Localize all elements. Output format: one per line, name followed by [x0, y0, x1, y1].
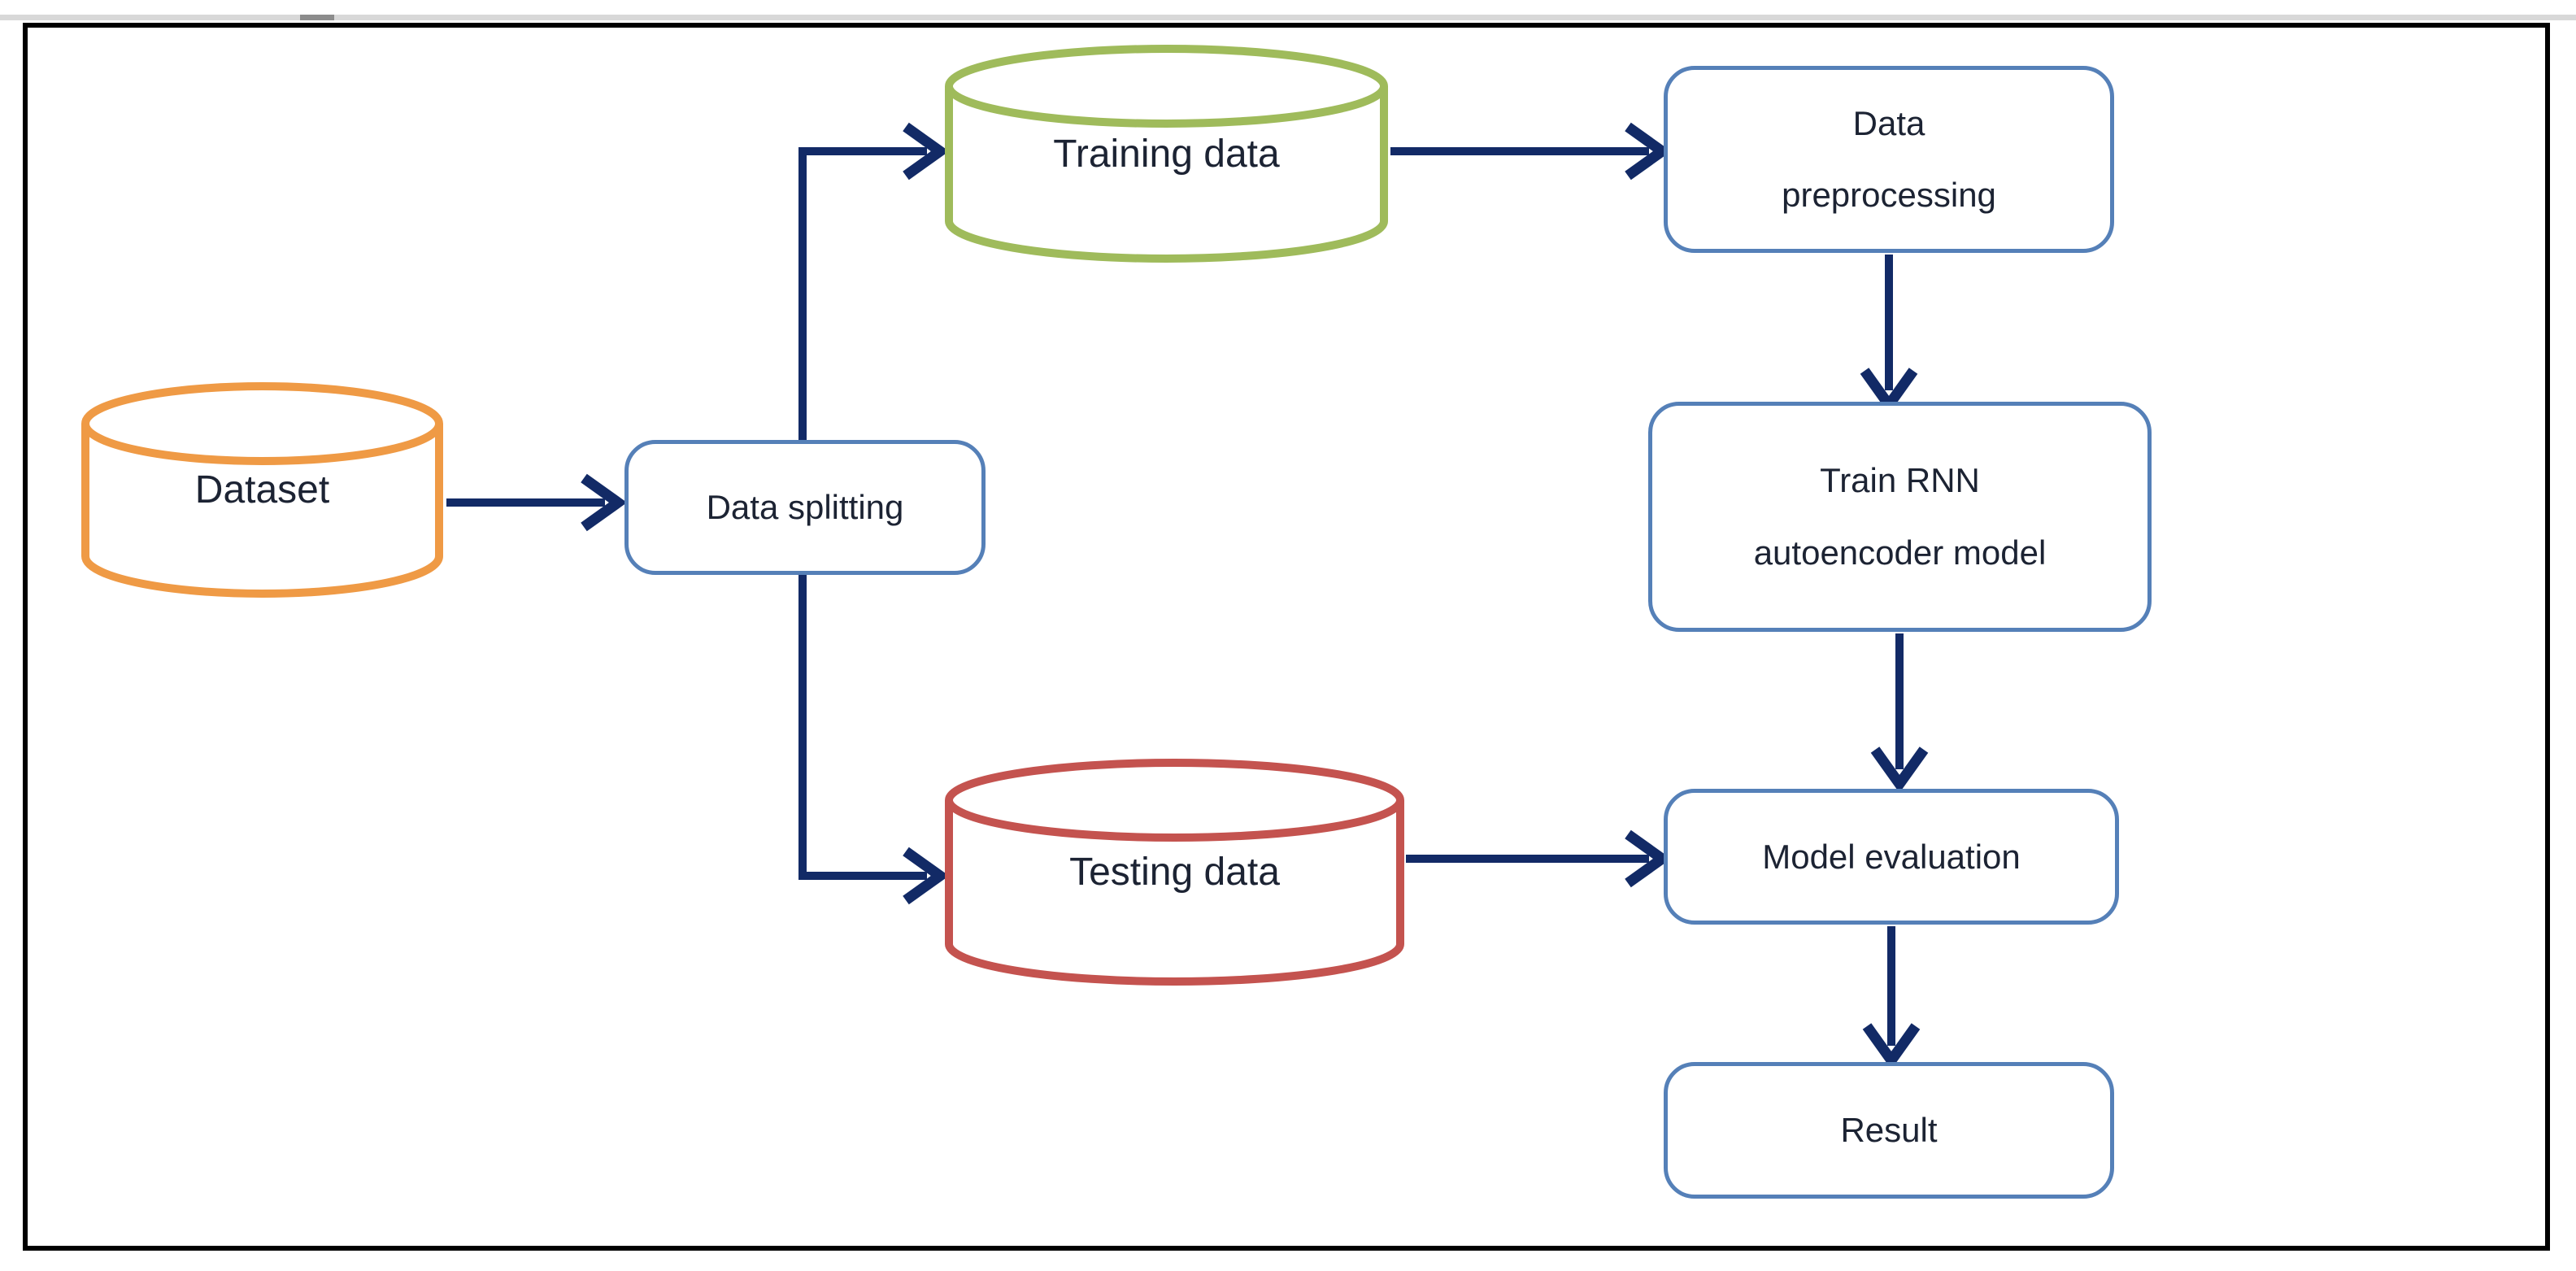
- node-data-splitting-label: Data splitting: [706, 488, 904, 526]
- node-testing-data: Testing data: [945, 759, 1404, 986]
- node-data-preprocessing-line1: Data: [1852, 103, 1925, 142]
- node-dataset-label: Dataset: [194, 468, 330, 511]
- node-train-rnn-autoencoder: Train RNN autoencoder model: [1648, 402, 2152, 632]
- node-model-evaluation-label: Model evaluation: [1762, 837, 2021, 876]
- database-cylinder-icon: [81, 382, 443, 598]
- node-dataset: Dataset: [81, 382, 443, 598]
- database-cylinder-icon: [945, 45, 1388, 263]
- scrollbar-track[interactable]: [0, 15, 2576, 20]
- node-train-rnn-line1: Train RNN: [1820, 461, 1980, 500]
- node-testing-data-label: Testing data: [1069, 851, 1280, 894]
- node-training-data-label: Training data: [1053, 132, 1280, 176]
- scrollbar-thumb[interactable]: [300, 15, 334, 20]
- node-data-preprocessing: Data preprocessing: [1664, 66, 2114, 253]
- node-model-evaluation: Model evaluation: [1664, 789, 2119, 925]
- node-result: Result: [1664, 1062, 2114, 1199]
- node-data-splitting: Data splitting: [624, 440, 986, 575]
- diagram-border-frame: [23, 23, 2550, 1251]
- node-training-data: Training data: [945, 45, 1388, 263]
- node-train-rnn-line2: autoencoder model: [1753, 533, 2047, 572]
- database-cylinder-icon: [945, 759, 1404, 986]
- node-data-preprocessing-line2: preprocessing: [1782, 176, 1996, 214]
- node-result-label: Result: [1840, 1111, 1938, 1149]
